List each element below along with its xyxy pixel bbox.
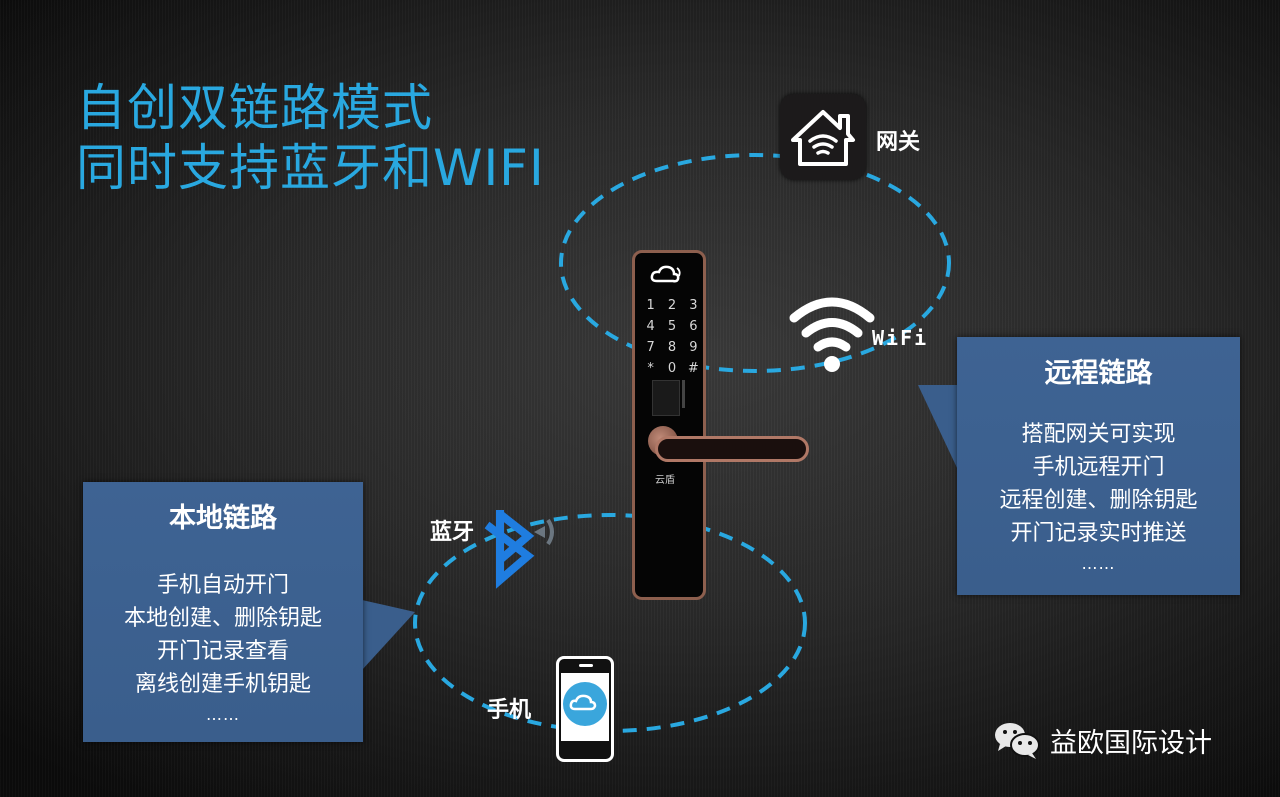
gateway-device [780,94,866,180]
key-1[interactable]: 1 [646,298,655,313]
footer-watermark: 益欧国际设计 [992,720,1212,760]
app-cloud-icon [563,682,607,726]
wifi-label: WiFi [872,326,929,350]
local-callout-title: 本地链路 [169,503,277,534]
lock-keypad: 1 2 3 4 5 6 7 8 9 * 0 # [640,298,704,376]
remote-line-3: 远程创建、删除钥匙 [999,488,1198,513]
gateway-label: 网关 [876,130,921,155]
remote-line-4: 开门记录实时推送 [1010,521,1187,546]
indicator-strip [682,380,685,408]
key-7[interactable]: 7 [646,340,655,355]
key-6[interactable]: 6 [689,319,698,334]
footer-text: 益欧国际设计 [1050,727,1212,759]
remote-link-callout: 远程链路 搭配网关可实现 手机远程开门 远程创建、删除钥匙 开门记录实时推送 …… [957,337,1240,595]
local-line-1: 手机自动开门 [156,573,289,598]
bluetooth-icon [484,510,554,589]
remote-line-2: 手机远程开门 [1032,455,1165,480]
key-4[interactable]: 4 [646,319,655,334]
lock-brand-text: 云盾 [655,475,675,486]
remote-link-ellipse [559,153,951,373]
remote-line-1: 搭配网关可实现 [1021,422,1176,447]
smartphone [556,656,614,762]
smart-lock-body: 云盾 [632,250,706,600]
key-hash[interactable]: # [687,361,699,376]
wechat-icon [995,723,1040,759]
remote-callout-title: 远程链路 [1044,358,1153,389]
key-2[interactable]: 2 [667,298,677,313]
wifi-icon [789,297,875,372]
local-line-3: 开门记录查看 [156,639,289,664]
remote-callout-ellipsis: …… [1081,554,1116,573]
key-0[interactable]: 0 [667,361,677,376]
key-9[interactable]: 9 [689,340,698,355]
phone-label: 手机 [487,698,532,723]
page-title-line2: 同时支持蓝牙和WIFI [76,139,545,197]
local-link-callout: 本地链路 手机自动开门 本地创建、删除钥匙 开门记录查看 离线创建手机钥匙 …… [83,482,363,742]
key-8[interactable]: 8 [667,340,677,355]
local-callout-pointer [362,600,415,670]
fingerprint-sensor[interactable] [652,380,680,416]
house-wifi-icon [791,110,855,166]
key-5[interactable]: 5 [667,319,677,334]
local-callout-ellipsis: …… [206,705,240,724]
local-line-4: 离线创建手机钥匙 [134,672,311,697]
key-3[interactable]: 3 [689,298,698,313]
bluetooth-label: 蓝牙 [430,520,475,545]
door-handle[interactable] [655,436,809,462]
page-title-line1: 自创双链路模式 [76,79,433,137]
cloud-logo-icon [650,265,681,283]
local-line-2: 本地创建、删除钥匙 [123,606,322,631]
key-star[interactable]: * [647,361,654,376]
remote-callout-pointer [918,385,960,470]
